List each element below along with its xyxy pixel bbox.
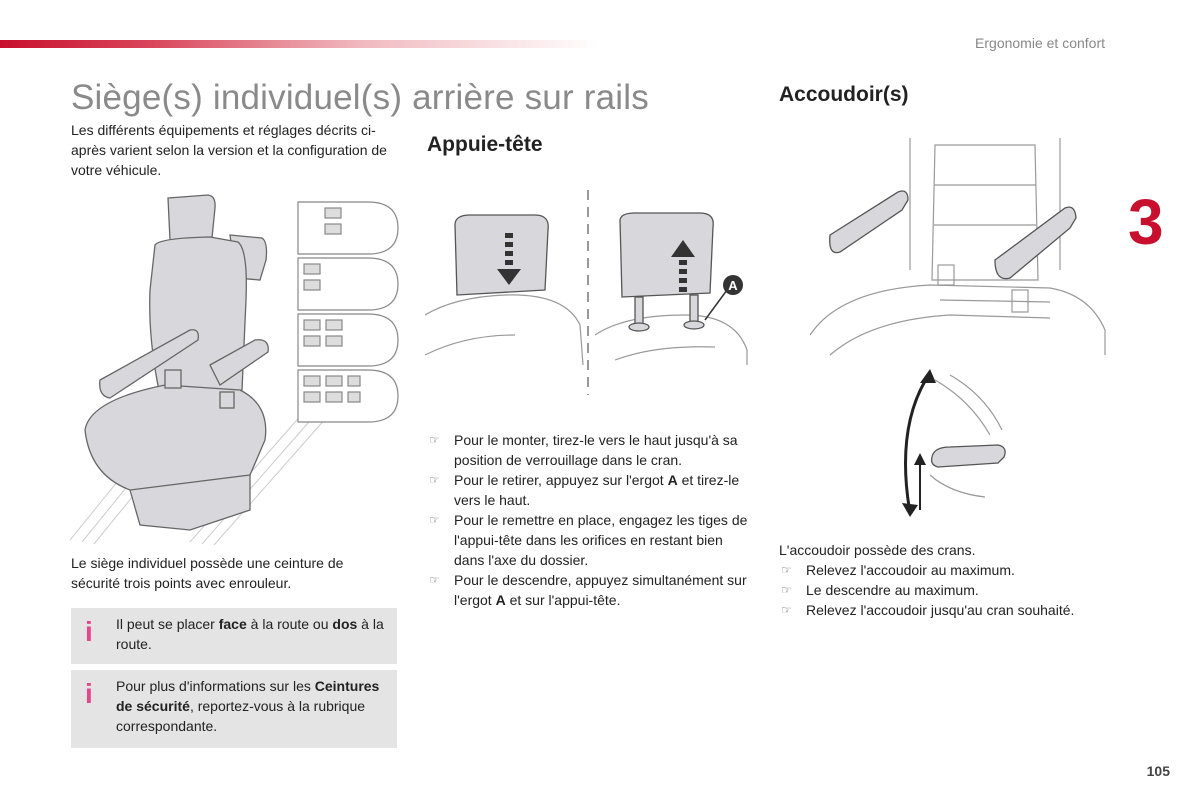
seat-icon [84,194,269,531]
armrest-seat-illustration [810,138,1106,356]
intro-text: Les différents équipements et réglages d… [71,122,387,178]
bullet-icon: ☞ [781,603,792,617]
info-icon: i [85,678,93,709]
step-text: et tirez-le vers le haut. [454,472,740,508]
armrest-left [829,190,909,254]
header-accent-bar [0,40,600,48]
step-text: Le descendre au maximum. [806,582,979,598]
step-text: et sur l'appui-tête. [505,592,621,608]
step-item: ☞ Pour le remettre en place, engagez les … [427,510,757,570]
seat-illustration [70,194,399,545]
step-item: ☞ Relevez l'accoudoir jusqu'au cran souha… [779,600,1139,620]
headrest-steps: ☞ Pour le monter, tirez-le vers le haut j… [427,430,757,610]
bullet-icon: ☞ [429,513,440,527]
info-box-orientation: i Il peut se placer face à la route ou d… [71,608,397,664]
angle-arc [904,372,932,514]
bullet-icon: ☞ [429,473,440,487]
marker-a-label: A [728,278,738,293]
armrest-right [994,206,1077,280]
step-item: ☞Pour le retirer, appuyez sur l'ergot A … [427,470,757,510]
info-text-part: Il peut se placer [116,616,219,632]
headrest-up [619,212,714,332]
bullet-icon: ☞ [429,433,440,447]
bullet-icon: ☞ [429,573,440,587]
armrest-heading: Accoudoir(s) [779,83,909,106]
info-icon: i [85,616,93,647]
step-text: Relevez l'accoudoir jusqu'au cran souhai… [806,602,1075,618]
page-number: 105 [1146,763,1170,779]
arrow-up-icon [920,369,936,383]
arrow-down-icon [902,503,918,517]
armrest-piece [930,444,1006,468]
armrest-intro: L'accoudoir possède des crans. [779,542,976,558]
marker-a-callout: A [704,275,743,321]
info-text-part: , reportez-vous à la rubrique correspond… [116,698,366,734]
info-text-seatbelt: Pour plus d'informations sur les Ceintur… [116,676,391,736]
info-text-part: Pour plus d'informations sur les [116,678,315,694]
step-bold-text: A [495,592,506,608]
step-item: ☞ Le descendre au maximum. [779,580,1139,600]
step-item: ☞ Pour le descendre, appuyez simultanémen… [427,570,757,610]
van-layout-icons [297,201,399,423]
page-title: Siège(s) individuel(s) arrière sur rails [71,78,649,117]
info-bold-face: face [218,616,247,632]
info-bold-dos: dos [332,616,358,632]
bullet-icon: ☞ [781,563,792,577]
step-text: Relevez l'accoudoir au maximum. [806,562,1015,578]
bullet-icon: ☞ [781,583,792,597]
armrest-angle-illustration [902,369,1006,517]
headrest-heading: Appuie-tête [427,133,543,156]
step-text: Pour le retirer, appuyez sur l'ergot [454,472,668,488]
step-item: ☞ Pour le monter, tirez-le vers le haut j… [427,430,757,470]
headrest-illustration: A [425,190,748,395]
step-item: ☞ Relevez l'accoudoir au maximum. [779,560,1139,580]
info-bold-ceintures: Ceintures de sécurité [116,678,380,714]
info-text-part: à la route. [116,616,384,652]
arrow-up-icon [671,240,695,292]
headrest-down [454,214,549,296]
step-text: Pour le monter, tirez-le vers le haut ju… [454,432,738,468]
step-text: Pour le descendre, appuyez simultanément… [454,572,747,608]
info-box-seatbelt: i Pour plus d'informations sur les Ceint… [71,670,397,748]
seat-caption: Le siège individuel possède une ceinture… [71,555,344,591]
section-label: Ergonomie et confort [975,35,1105,51]
info-text-part: à la route ou [246,616,333,632]
armrest-steps: ☞ Relevez l'accoudoir au maximum. ☞ Le desc… [779,560,1139,620]
step-text: Pour le remettre en place, engagez les t… [454,512,748,568]
arrow-down-icon [497,233,521,285]
chapter-number: 3 [1128,186,1164,258]
step-bold-text: A [667,472,678,488]
info-text-orientation: Il peut se placer face à la route ou dos… [116,614,391,654]
